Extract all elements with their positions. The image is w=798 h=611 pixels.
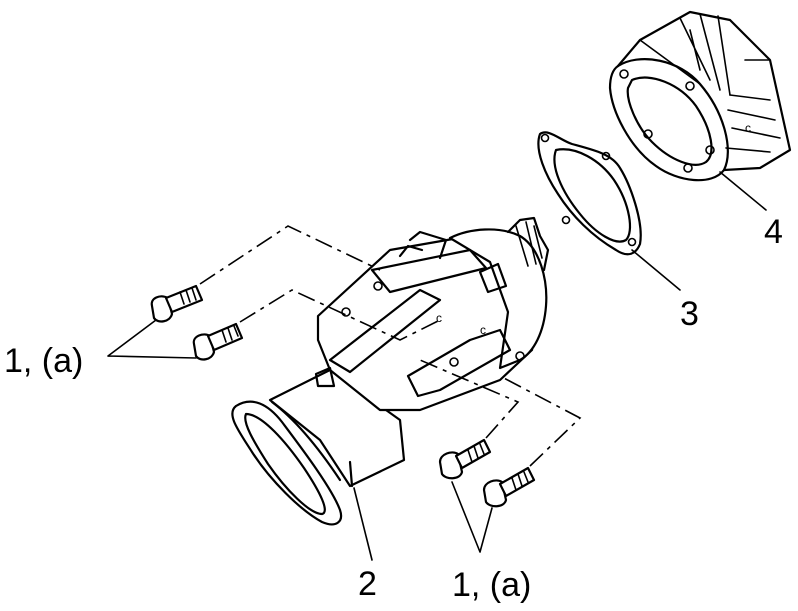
callout-1a-left: 1, (a): [4, 342, 83, 380]
install-line-lower-2: [499, 375, 582, 467]
leader-bolts-left: [107, 319, 197, 359]
bolt-lower-1: [438, 438, 492, 480]
gasket: [537, 131, 642, 256]
c-mark: c: [745, 121, 751, 135]
rear-extension-housing: c c: [231, 216, 550, 526]
callout-2: 2: [358, 565, 377, 603]
bolt-lower-2: [482, 466, 536, 508]
callout-1a-bottom: 1, (a): [452, 566, 531, 604]
leader-line-4: [719, 171, 767, 211]
bolt-upper-2: [192, 322, 244, 361]
transfer-case-housing: c: [608, 10, 792, 182]
callout-4: 4: [764, 213, 783, 251]
install-line-upper-1: [199, 225, 381, 285]
leader-line-3: [631, 249, 681, 291]
install-line-lower-1: [419, 359, 520, 439]
leader-bolts-bottom: [451, 481, 493, 553]
leader-line-2: [353, 487, 373, 561]
c-mark-case-2: c: [436, 311, 442, 325]
callout-3: 3: [680, 295, 699, 333]
c-mark-case: c: [480, 323, 486, 337]
bolt-upper-1: [150, 284, 204, 323]
